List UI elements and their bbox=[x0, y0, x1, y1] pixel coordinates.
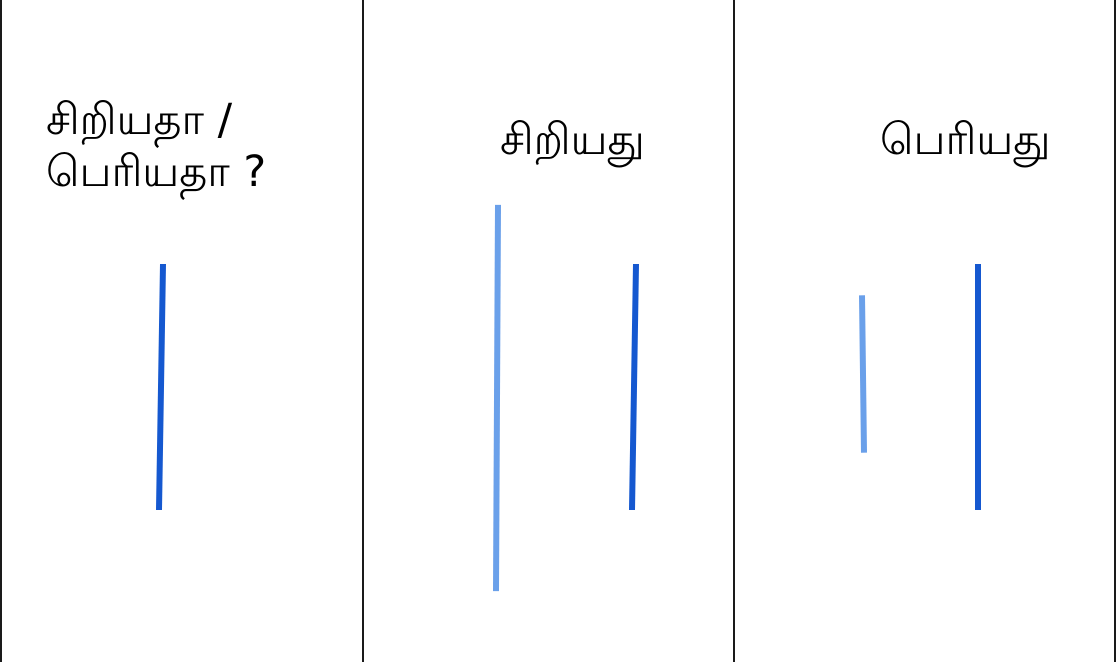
question-label: சிறியதா / பெரியதா ? bbox=[46, 95, 266, 198]
small-label: சிறியது bbox=[500, 115, 645, 165]
question-label-line-2: பெரியதா ? bbox=[46, 146, 267, 197]
panel-question: சிறியதா / பெரியதா ? bbox=[0, 0, 363, 662]
question-label-line-1: சிறியதா / bbox=[46, 95, 233, 145]
panel-small-example: சிறியது bbox=[362, 0, 734, 662]
panel-big-example: பெரியது bbox=[733, 0, 1116, 662]
big-label: பெரியது bbox=[880, 115, 1051, 165]
